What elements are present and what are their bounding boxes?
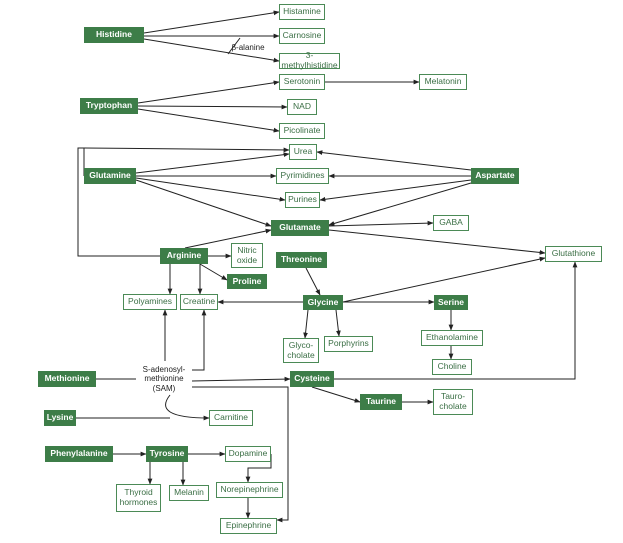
node-tryptophan: Tryptophan bbox=[80, 98, 138, 114]
pathway-arrow-47 bbox=[245, 454, 272, 483]
node-gaba: GABA bbox=[433, 215, 469, 231]
node-norepinephrine: Norepinephrine bbox=[216, 482, 283, 498]
node-melatonin: Melatonin bbox=[419, 74, 467, 90]
node-histamine: Histamine bbox=[279, 4, 325, 20]
node-glutamine: Glutamine bbox=[84, 168, 136, 184]
node-picolinate: Picolinate bbox=[279, 123, 325, 139]
pathway-arrow-39 bbox=[334, 261, 578, 380]
pathway-arrow-28 bbox=[342, 256, 546, 303]
node-proline: Proline bbox=[227, 274, 267, 289]
pathway-arrow-20 bbox=[184, 228, 272, 249]
node-nitric-oxide: Nitric oxide bbox=[231, 243, 263, 268]
pathway-arrow-25 bbox=[305, 267, 321, 296]
node-porphyrins: Porphyrins bbox=[324, 336, 373, 352]
pathway-arrow-38 bbox=[165, 394, 210, 421]
pathway-arrow-17 bbox=[328, 182, 472, 226]
node-glutamate: Glutamate bbox=[271, 220, 329, 236]
node-dopamine: Dopamine bbox=[225, 446, 271, 462]
node-carnitine: Carnitine bbox=[209, 410, 253, 426]
pathway-arrow-3 bbox=[227, 37, 241, 55]
node-urea: Urea bbox=[289, 144, 317, 160]
pathway-arrow-9 bbox=[83, 147, 290, 153]
pathway-arrow-14 bbox=[316, 150, 472, 171]
node-nad: NAD bbox=[287, 99, 317, 115]
pathway-arrow-40 bbox=[311, 386, 361, 403]
node-sam: S-adenosyl- methionine (SAM) bbox=[142, 365, 186, 393]
node-pyrimidines: Pyrimidines bbox=[276, 168, 329, 184]
pathway-arrow-18 bbox=[328, 220, 434, 227]
node-histidine: Histidine bbox=[84, 27, 144, 43]
pathway-arrow-4 bbox=[137, 80, 280, 104]
node-3-methylhistidine: 3-methylhistidine bbox=[279, 50, 340, 70]
pathway-arrow-10 bbox=[135, 152, 290, 174]
node-carnosine: Carnosine bbox=[279, 28, 325, 44]
node-serotonin: Serotonin bbox=[279, 74, 325, 90]
node-ethanolamine: Ethanolamine bbox=[421, 330, 483, 346]
pathway-arrow-30 bbox=[335, 309, 341, 337]
node-creatine: Creatine bbox=[180, 294, 218, 310]
node-epinephrine: Epinephrine bbox=[220, 518, 277, 534]
pathway-arrow-19 bbox=[328, 229, 546, 255]
pathway-arrow-16 bbox=[319, 179, 472, 202]
node-cysteine: Cysteine bbox=[290, 371, 334, 387]
pathway-arrow-29 bbox=[303, 309, 309, 339]
pathway-arrow-12 bbox=[135, 177, 286, 202]
node-phenylalanine: Phenylalanine bbox=[45, 446, 113, 462]
node-lysine: Lysine bbox=[44, 410, 76, 426]
pathway-arrow-36 bbox=[192, 309, 207, 371]
pathway-arrow-34 bbox=[191, 376, 291, 382]
pathway-arrow-13 bbox=[135, 179, 272, 227]
node-glycocholate: Glyco- cholate bbox=[283, 338, 319, 363]
node-arginine: Arginine bbox=[160, 248, 208, 264]
pathway-arrow-37 bbox=[192, 386, 289, 523]
node-glutathione: Glutathione bbox=[545, 246, 602, 262]
node-tyrosine: Tyrosine bbox=[146, 446, 188, 462]
pathway-arrow-2 bbox=[143, 38, 280, 63]
pathway-arrow-22 bbox=[199, 263, 228, 281]
pathway-arrow-0 bbox=[143, 10, 280, 34]
node-aspartate: Aspartate bbox=[471, 168, 519, 184]
node-thyroid-hormones: Thyroid hormones bbox=[116, 484, 161, 512]
pathway-arrow-8 bbox=[77, 147, 160, 257]
node-threonine: Threonine bbox=[276, 252, 327, 268]
label-beta-alanine: β-alanine bbox=[231, 43, 265, 53]
node-polyamines: Polyamines bbox=[123, 294, 177, 310]
node-choline: Choline bbox=[432, 359, 472, 375]
node-purines: Purines bbox=[285, 192, 320, 208]
node-glycine: Glycine bbox=[303, 295, 343, 310]
node-methionine: Methionine bbox=[38, 371, 96, 387]
node-melanin: Melanin bbox=[169, 485, 209, 501]
node-taurine: Taurine bbox=[360, 394, 402, 410]
node-taurocholate: Tauro- cholate bbox=[433, 389, 473, 415]
node-serine: Serine bbox=[434, 295, 468, 310]
pathway-arrow-6 bbox=[137, 108, 280, 133]
pathway-arrow-5 bbox=[137, 104, 288, 110]
